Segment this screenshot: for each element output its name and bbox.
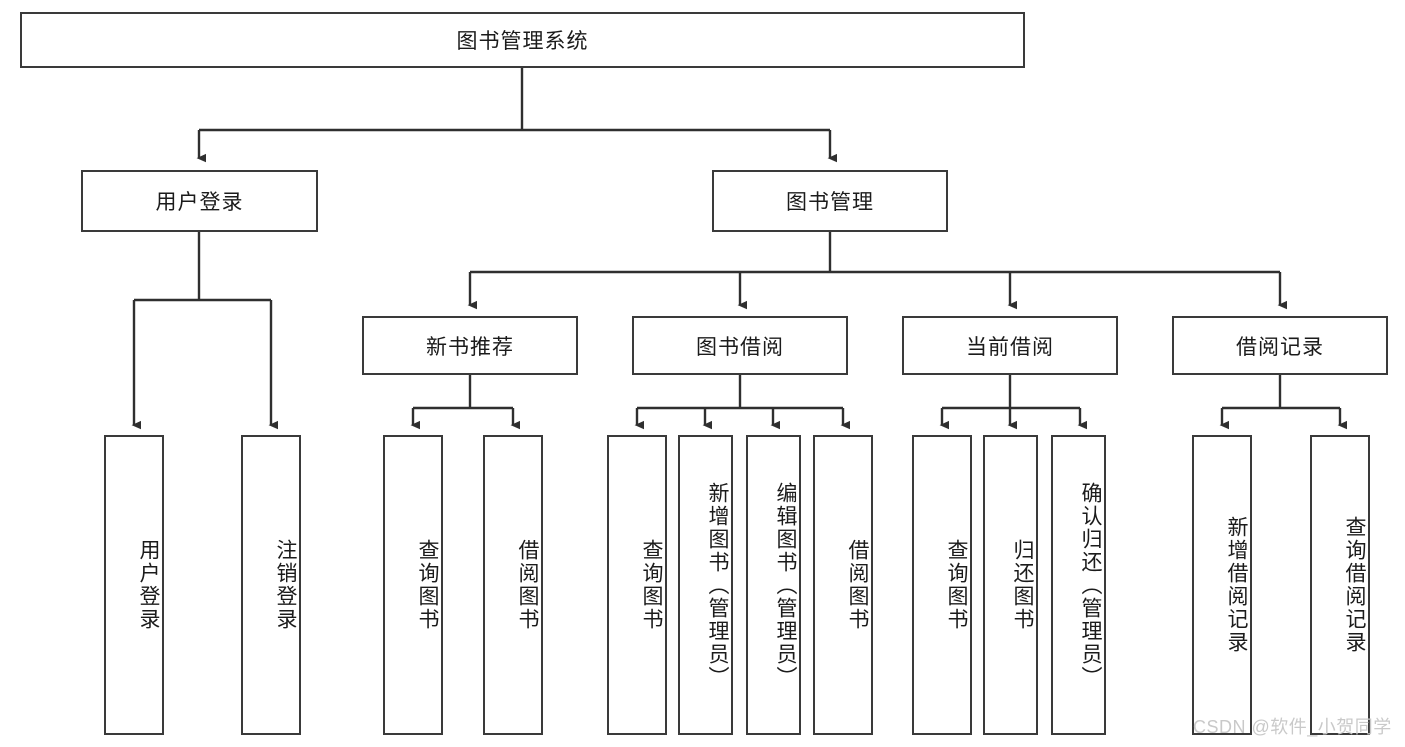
node-label: 图书管理	[786, 191, 874, 214]
node-label: 新增图书（管理员）	[706, 481, 729, 689]
leaf-borrow-record-query-record[interactable]: 查询借阅记录	[1310, 435, 1370, 735]
node-current-borrow[interactable]: 当前借阅	[902, 316, 1118, 375]
node-label: 新增借阅记录	[1225, 516, 1248, 654]
node-label: 用户登录	[137, 539, 160, 631]
node-book-borrow[interactable]: 图书借阅	[632, 316, 848, 375]
node-label: 查询图书	[640, 539, 663, 631]
leaf-current-borrow-query-book[interactable]: 查询图书	[912, 435, 972, 735]
node-label: 用户登录	[155, 191, 244, 214]
node-label: 新书推荐	[426, 335, 514, 359]
leaf-current-borrow-return-book[interactable]: 归还图书	[983, 435, 1038, 735]
node-label: 借阅图书	[846, 539, 869, 631]
node-root-book-management-system[interactable]: 图书管理系统	[20, 12, 1025, 68]
node-user-login[interactable]: 用户登录	[81, 170, 318, 232]
leaf-book-borrow-borrow-book[interactable]: 借阅图书	[813, 435, 873, 735]
leaf-new-book-borrow-book[interactable]: 借阅图书	[483, 435, 543, 735]
node-label: 当前借阅	[966, 335, 1054, 359]
leaf-book-borrow-query-book[interactable]: 查询图书	[607, 435, 667, 735]
leaf-borrow-record-add-record[interactable]: 新增借阅记录	[1192, 435, 1252, 735]
node-label: 归还图书	[1011, 539, 1034, 631]
node-label: 图书借阅	[696, 335, 784, 359]
node-label: 查询借阅记录	[1343, 516, 1366, 654]
node-label: 借阅图书	[516, 539, 539, 631]
leaf-current-borrow-confirm-return-admin[interactable]: 确认归还（管理员）	[1051, 435, 1106, 735]
node-label: 注销登录	[274, 539, 297, 631]
node-borrow-record[interactable]: 借阅记录	[1172, 316, 1388, 375]
node-new-book-recommend[interactable]: 新书推荐	[362, 316, 578, 375]
leaf-user-login-logout[interactable]: 注销登录	[241, 435, 301, 735]
leaf-book-borrow-edit-book-admin[interactable]: 编辑图书（管理员）	[746, 435, 801, 735]
leaf-user-login-login[interactable]: 用户登录	[104, 435, 164, 735]
leaf-new-book-query-book[interactable]: 查询图书	[383, 435, 443, 735]
leaf-book-borrow-add-book-admin[interactable]: 新增图书（管理员）	[678, 435, 733, 735]
node-label: 查询图书	[416, 539, 439, 631]
node-book-management[interactable]: 图书管理	[712, 170, 948, 232]
node-label: 确认归还（管理员）	[1079, 481, 1102, 689]
node-label: 图书管理系统	[456, 30, 589, 53]
node-label: 借阅记录	[1236, 335, 1324, 359]
csdn-watermark: CSDN @软件_小贺同学	[1193, 717, 1392, 737]
node-label: 查询图书	[945, 539, 968, 631]
node-label: 编辑图书（管理员）	[774, 481, 797, 689]
